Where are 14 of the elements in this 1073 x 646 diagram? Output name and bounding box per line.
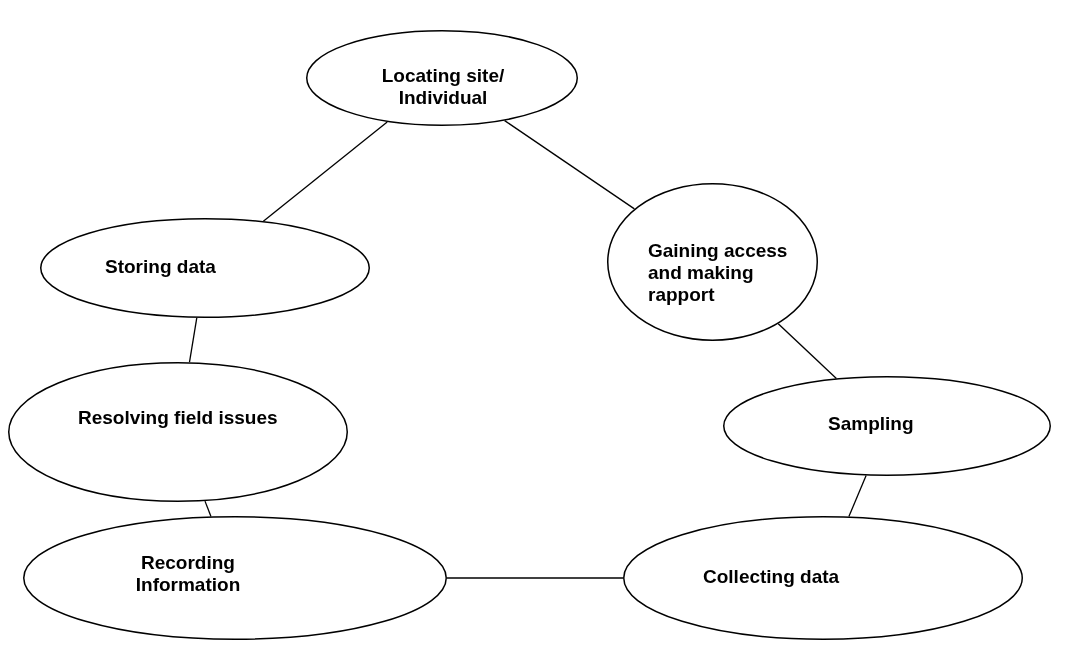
node-label: Locating site/ Individual [380, 65, 506, 109]
connector-line [262, 121, 388, 222]
connector-line [777, 323, 838, 380]
node-label: Gaining access and making rapport [648, 240, 788, 306]
connector-line [204, 500, 212, 518]
connector-line [446, 577, 624, 579]
node-label: Sampling [828, 413, 915, 435]
node-label: Collecting data [703, 566, 841, 588]
node-label: Recording Information [134, 552, 242, 596]
connector-line [504, 119, 636, 210]
node-label: Storing data [105, 256, 217, 278]
connector-line [848, 474, 867, 518]
connector-line [188, 317, 198, 363]
node-label: Resolving field issues [78, 407, 279, 429]
